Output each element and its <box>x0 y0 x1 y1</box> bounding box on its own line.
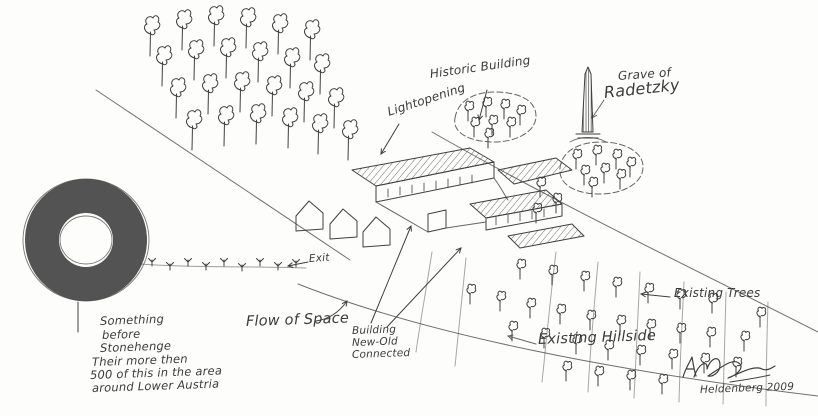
tree-icon <box>562 360 573 382</box>
sprout-icon <box>256 258 264 267</box>
tree-icon <box>265 75 283 117</box>
tree-icon <box>155 45 173 87</box>
tree-icon <box>612 148 623 170</box>
tree-icon <box>668 348 679 370</box>
tree-icon <box>283 47 301 89</box>
tree-icon <box>580 164 591 186</box>
sprout-icon <box>166 262 174 271</box>
historic-building-grove-sketch <box>454 91 537 149</box>
hillside-slope-strokes <box>415 251 769 407</box>
tree-icon <box>249 103 267 145</box>
tree-icon <box>251 41 269 83</box>
tree-icon <box>341 119 359 161</box>
tree-icon <box>526 297 537 319</box>
tree-icon <box>706 326 717 348</box>
tree-icon <box>303 19 321 61</box>
sprout-icon <box>184 258 192 267</box>
hillside-trees-sketch <box>466 258 767 395</box>
tree-icon <box>327 87 345 129</box>
tree-icon <box>756 306 767 328</box>
tree-icon <box>580 270 591 292</box>
tree-icon <box>592 144 603 166</box>
tree-icon <box>556 303 567 325</box>
tree-icon <box>169 77 187 119</box>
tree-icon <box>217 105 235 147</box>
obelisk-sketch <box>569 66 607 143</box>
tree-icon <box>636 344 647 366</box>
tree-icon <box>572 148 583 170</box>
tree-icon <box>658 373 669 395</box>
tree-icon <box>626 156 637 178</box>
tree-icon <box>233 71 251 113</box>
tree-icon <box>219 37 237 79</box>
stone-circle-sketch <box>22 178 150 333</box>
tree-icon <box>644 282 655 304</box>
label-existing-trees: Existing Trees <box>674 286 761 300</box>
tree-icon <box>496 290 507 312</box>
tree-icon <box>271 13 289 55</box>
tree-icon <box>470 116 481 138</box>
tree-icon <box>506 116 517 138</box>
tree-icon <box>185 109 203 151</box>
tree-icon <box>313 53 331 95</box>
label-building-new-old-3: Connected <box>351 346 411 361</box>
tree-icon <box>297 81 315 123</box>
tree-icon <box>239 7 257 49</box>
tree-icon <box>740 330 751 352</box>
approach-path-sketch <box>139 258 307 272</box>
tree-icon <box>594 365 605 387</box>
tree-icon <box>281 107 299 149</box>
note-line: Something <box>99 311 165 328</box>
tree-icon <box>466 283 477 305</box>
tree-icon <box>311 113 329 155</box>
tree-icon <box>586 309 597 331</box>
annotation-arrows <box>286 89 671 345</box>
tree-icon <box>207 5 225 47</box>
tree-icon <box>612 276 623 298</box>
tree-icon <box>516 104 527 126</box>
tree-icon <box>187 39 205 81</box>
sprout-icon <box>220 258 228 267</box>
tree-icon <box>616 168 627 190</box>
label-exit: Exit <box>308 251 331 265</box>
radetzky-grove-sketch <box>559 141 644 198</box>
tree-rows-sketch <box>143 5 359 161</box>
tree-icon <box>201 73 219 115</box>
sprout-icon <box>274 262 282 271</box>
sprout-icon <box>292 259 300 268</box>
tree-icon <box>600 162 611 184</box>
signature-scribble <box>682 356 776 383</box>
tree-icon <box>500 98 511 120</box>
building-complex-sketch <box>295 147 585 249</box>
tree-icon <box>516 258 527 280</box>
